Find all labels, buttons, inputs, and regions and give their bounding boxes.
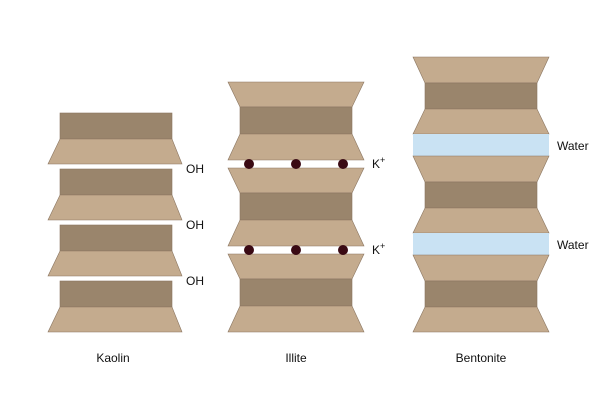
- kaolin-structure: OH OH OH Kaolin: [47, 112, 204, 365]
- kaolin-octahedral-sheet-4: [59, 280, 173, 308]
- illite-k-label-2: K+: [372, 241, 385, 257]
- bentonite-caption: Bentonite: [456, 351, 507, 365]
- illite-caption: Illite: [285, 351, 307, 365]
- potassium-ion: [291, 245, 301, 255]
- potassium-ion: [244, 159, 254, 169]
- bentonite-octahedral-sheet-3: [424, 280, 538, 308]
- illite-tetrahedral-sheet-1b: [227, 133, 365, 161]
- illite-octahedral-sheet-3: [239, 278, 353, 307]
- kaolin-tetrahedral-sheet-3: [47, 250, 183, 277]
- kaolin-octahedral-sheet-2: [59, 168, 173, 196]
- potassium-ion: [338, 245, 348, 255]
- bentonite-tetrahedral-sheet-3b: [412, 306, 550, 333]
- kaolin-oh-label-1: OH: [186, 162, 204, 176]
- illite-tetrahedral-sheet-2a: [227, 167, 365, 194]
- bentonite-water-label-2: Water: [557, 238, 589, 252]
- bentonite-tetrahedral-sheet-2b: [412, 207, 550, 234]
- bentonite-water-layer-1: [413, 134, 549, 156]
- potassium-ion: [338, 159, 348, 169]
- kaolin-caption: Kaolin: [96, 351, 129, 365]
- kaolin-tetrahedral-sheet-1: [47, 138, 183, 165]
- kaolin-tetrahedral-sheet-4: [47, 306, 183, 333]
- kaolin-oh-label-2: OH: [186, 218, 204, 232]
- bentonite-octahedral-sheet-1: [424, 82, 538, 110]
- potassium-ion: [244, 245, 254, 255]
- kaolin-octahedral-sheet-3: [59, 224, 173, 252]
- bentonite-octahedral-sheet-2: [424, 181, 538, 209]
- illite-tetrahedral-sheet-3a: [227, 253, 365, 280]
- bentonite-tetrahedral-sheet-3a: [412, 254, 550, 282]
- illite-k-label-1: K+: [372, 155, 385, 171]
- kaolin-octahedral-sheet-1: [59, 112, 173, 140]
- illite-octahedral-sheet-1: [239, 106, 353, 135]
- illite-tetrahedral-sheet-1a: [227, 81, 365, 108]
- illite-structure: K+ K+ Illite: [227, 81, 385, 365]
- bentonite-tetrahedral-sheet-1b: [412, 108, 550, 135]
- bentonite-tetrahedral-sheet-2a: [412, 155, 550, 183]
- bentonite-water-layer-2: [413, 233, 549, 255]
- bentonite-water-label-1: Water: [557, 139, 589, 153]
- potassium-ion: [291, 159, 301, 169]
- illite-tetrahedral-sheet-2b: [227, 219, 365, 247]
- bentonite-structure: Water Water Bentonite: [412, 56, 589, 365]
- kaolin-oh-label-3: OH: [186, 274, 204, 288]
- bentonite-tetrahedral-sheet-1a: [412, 56, 550, 84]
- illite-tetrahedral-sheet-3b: [227, 305, 365, 333]
- illite-octahedral-sheet-2: [239, 192, 353, 221]
- kaolin-tetrahedral-sheet-2: [47, 194, 183, 221]
